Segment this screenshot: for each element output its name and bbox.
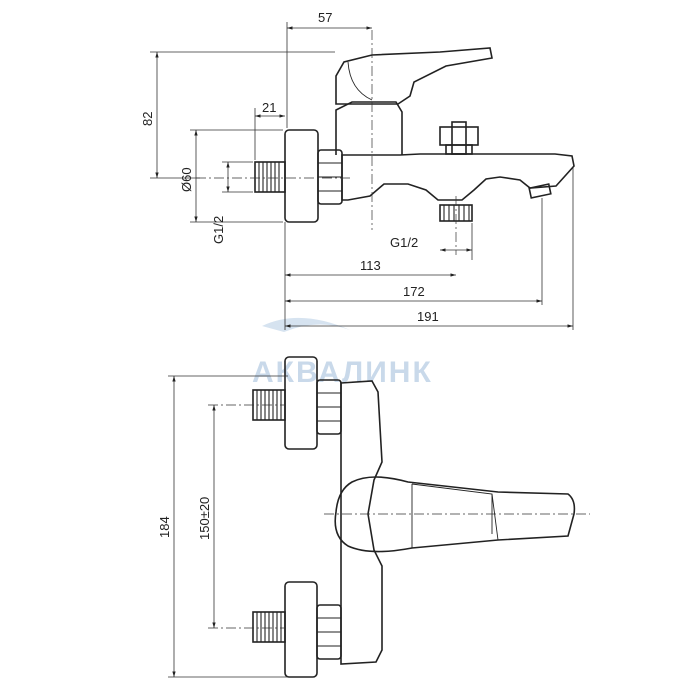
mixer-body [341,153,575,201]
dim-113: 113 [360,258,381,273]
dim-172: 172 [403,284,425,299]
mixer-body-front [340,380,383,665]
dim-thread-outlet: G1/2 [390,235,418,250]
hex-nut [317,149,343,205]
lever-handle-front [334,476,576,553]
bottom-hex-nut [316,604,342,660]
side-view: 57 82 21 Ø60 G1/2 G1/2 113 172 191 [140,10,575,330]
dim-21: 21 [262,100,276,115]
diverter-knob [439,121,479,155]
aerator [528,183,552,199]
inlet-thread [254,161,286,193]
dim-150-tolerance: 150±20 [197,497,212,540]
watermark: АКВАЛИНК [252,317,433,389]
wall-flange [284,129,319,223]
watermark-text: АКВАЛИНК [252,356,433,389]
cartridge-column [335,101,403,155]
dim-184: 184 [157,516,172,538]
lever-handle [335,47,493,105]
dim-diameter-60: Ø60 [179,167,194,192]
dim-82: 82 [140,112,155,126]
watermark-wave-icon [262,317,350,332]
dim-57: 57 [318,10,332,25]
bottom-flange [284,581,318,678]
dim-thread-left: G1/2 [211,216,226,244]
bottom-inlet-thread [252,611,286,643]
front-view: 184 150±20 [157,356,590,678]
dim-191: 191 [417,309,439,324]
